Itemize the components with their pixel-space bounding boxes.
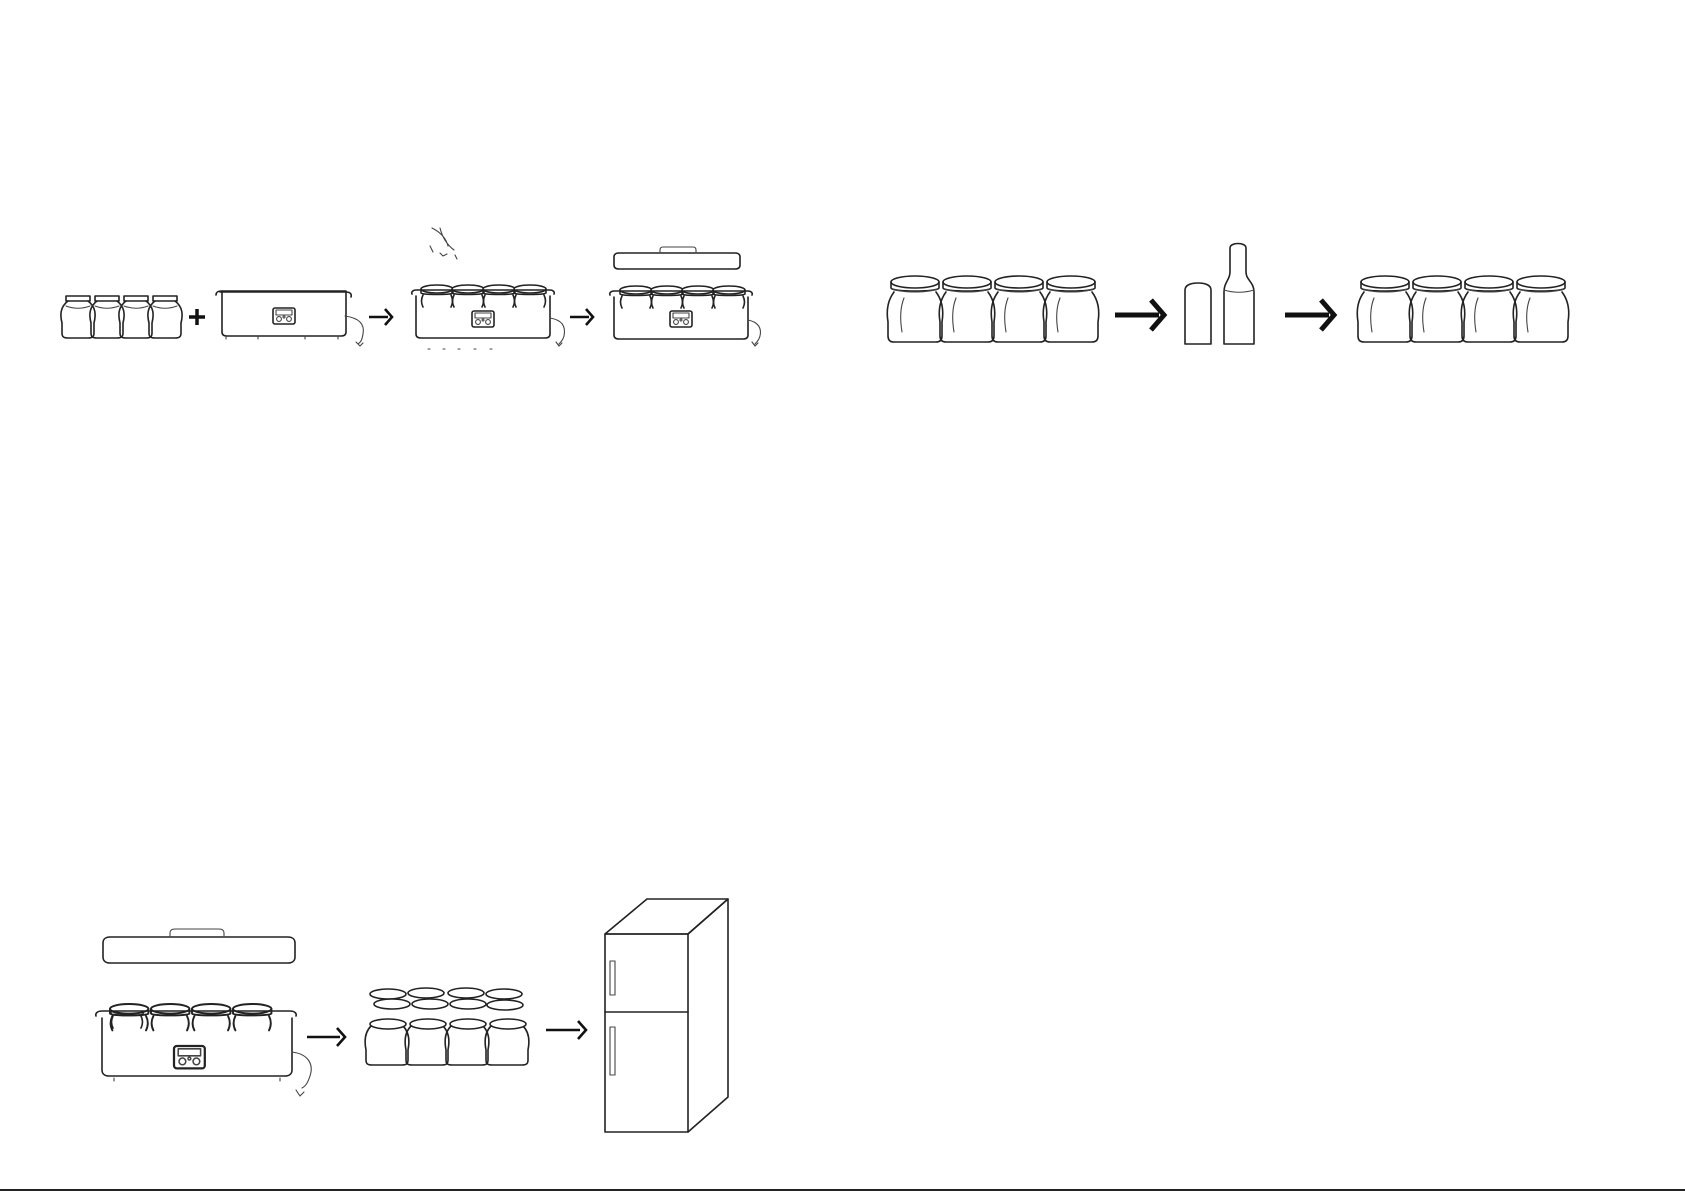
arrow-icon — [1285, 300, 1334, 330]
yogurt-maker-with-jars-icon — [412, 228, 565, 349]
yogurt-maker-lid-icon — [610, 247, 761, 346]
refrigerator-icon — [605, 899, 728, 1132]
arrow-icon — [570, 309, 593, 325]
arrow-icon — [546, 1021, 586, 1039]
yogurt-maker-icon — [216, 291, 363, 346]
plus-icon — [189, 309, 205, 325]
yogurt-jars-icon — [887, 276, 1099, 342]
yogurt-maker-lid-icon — [96, 929, 311, 1096]
milk-bottle-icon — [1185, 244, 1254, 345]
yogurt-jars-icon — [365, 988, 529, 1065]
arrow-icon — [1115, 300, 1164, 330]
yogurt-jars-icon — [61, 296, 182, 338]
yogurt-jars-icon — [1357, 276, 1569, 342]
arrow-icon — [307, 1028, 345, 1046]
arrow-icon — [369, 309, 392, 325]
